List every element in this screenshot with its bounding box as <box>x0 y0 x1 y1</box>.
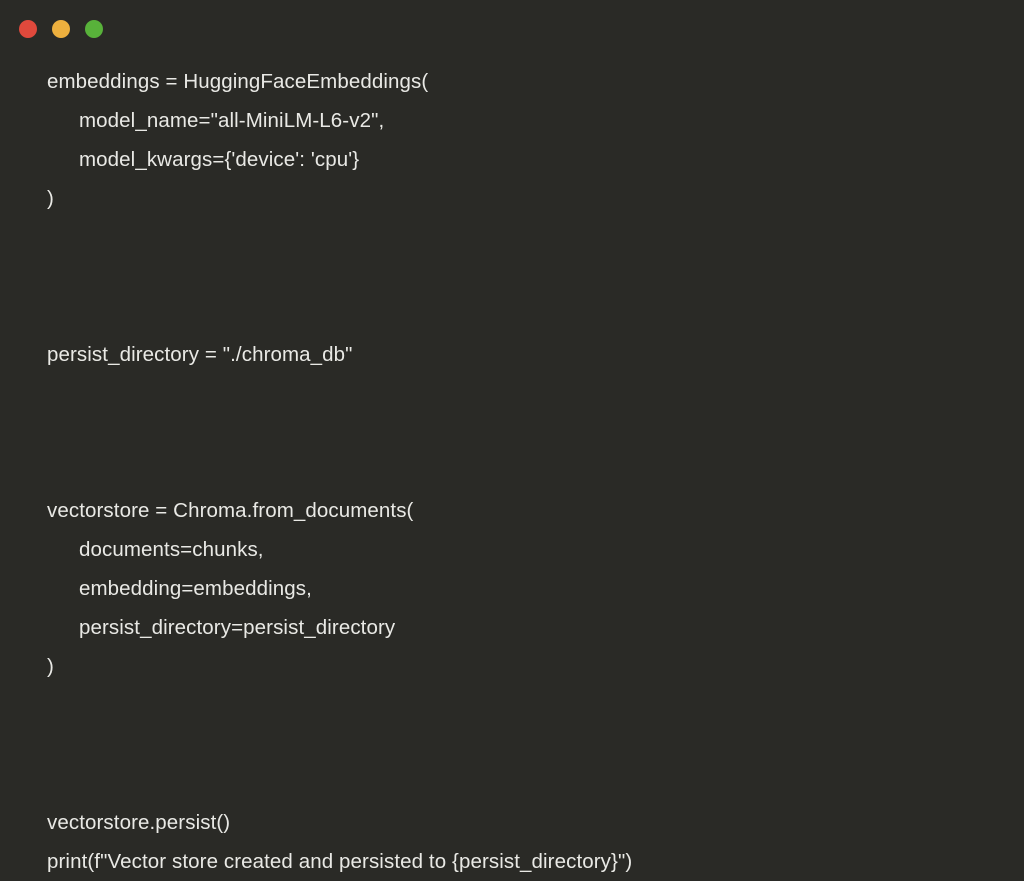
code-line-blank <box>47 452 1024 491</box>
code-block[interactable]: embeddings = HuggingFaceEmbeddings( model… <box>0 58 1024 873</box>
code-line: embeddings = HuggingFaceEmbeddings( <box>47 70 429 93</box>
code-line-blank <box>47 413 1024 452</box>
code-line: persist_directory = "./chroma_db" <box>47 343 353 366</box>
code-line-blank <box>47 764 1024 803</box>
code-line: model_name="all-MiniLM-L6-v2", <box>79 109 385 132</box>
code-line: ) <box>47 187 54 210</box>
code-line-blank <box>47 725 1024 764</box>
minimize-window-button[interactable] <box>52 20 70 38</box>
maximize-window-button[interactable] <box>85 20 103 38</box>
code-line: print(f"Vector store created and persist… <box>47 850 633 873</box>
traffic-light-buttons <box>19 20 103 38</box>
code-line: documents=chunks, <box>79 538 264 561</box>
code-line: vectorstore.persist() <box>47 811 231 834</box>
code-line: embedding=embeddings, <box>79 577 312 600</box>
code-line: ) <box>47 655 54 678</box>
code-line-blank <box>47 374 1024 413</box>
code-line-blank <box>47 218 1024 257</box>
code-line-blank <box>47 296 1024 335</box>
code-line: vectorstore = Chroma.from_documents( <box>47 499 414 522</box>
close-window-button[interactable] <box>19 20 37 38</box>
window-titlebar <box>0 0 1024 58</box>
code-line-blank <box>47 257 1024 296</box>
code-line: persist_directory=persist_directory <box>79 616 396 639</box>
code-line-blank <box>47 686 1024 725</box>
code-line: model_kwargs={'device': 'cpu'} <box>79 148 360 171</box>
